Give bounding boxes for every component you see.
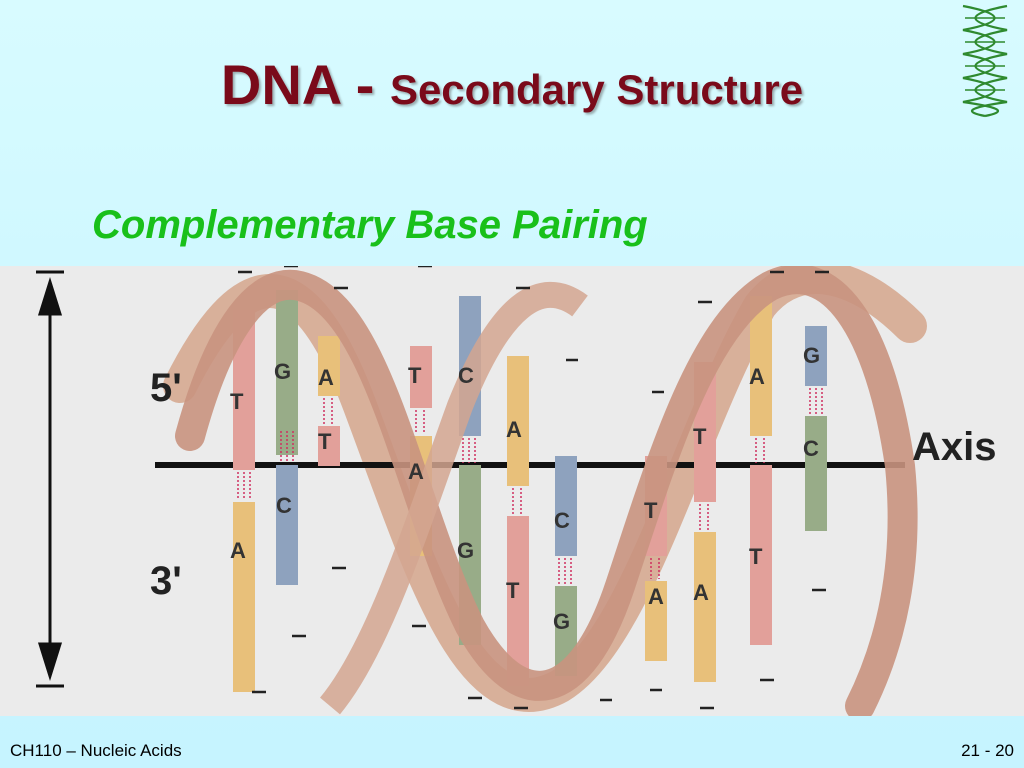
base-letter: G	[457, 538, 474, 563]
hydrogen-bonds	[237, 388, 823, 584]
base-A	[233, 502, 255, 692]
base-C	[555, 456, 577, 556]
base-letter: G	[274, 359, 291, 384]
slide-title: DNA - Secondary Structure	[0, 52, 1024, 117]
base-letter: A	[749, 364, 765, 389]
base-C	[805, 416, 827, 531]
base-A	[645, 581, 667, 661]
footer-page-number: 21 - 20	[961, 741, 1014, 760]
pitch-scale-arrow	[36, 270, 64, 688]
base-letter: A	[230, 538, 246, 563]
title-sub: Secondary Structure	[389, 66, 804, 113]
base-letter: T	[230, 389, 244, 414]
base-T	[233, 310, 255, 470]
base-G	[805, 326, 827, 386]
base-letter: T	[408, 363, 422, 388]
three-prime-label: 3'	[150, 559, 182, 603]
base-letter: A	[318, 365, 334, 390]
base-letter: T	[693, 424, 707, 449]
base-letter: C	[554, 508, 570, 533]
base-A	[507, 356, 529, 486]
base-A	[318, 336, 340, 396]
dna-helix-logo-icon	[962, 4, 1008, 118]
footer-course: CH110 – Nucleic Acids	[10, 741, 182, 760]
base-letter: C	[276, 493, 292, 518]
slide-subtitle: Complementary Base Pairing	[92, 203, 648, 247]
base-letter: A	[506, 417, 522, 442]
title-main: DNA -	[220, 53, 390, 116]
backbone-strand-front	[175, 264, 918, 721]
base-T	[507, 516, 529, 686]
base-G	[276, 290, 298, 455]
base-A	[694, 532, 716, 682]
base-letter: T	[749, 544, 763, 569]
base-letter: T	[644, 498, 658, 523]
phosphate-charge-marks	[238, 264, 829, 710]
five-prime-label: 5'	[150, 366, 182, 410]
axis-label: Axis	[912, 425, 997, 469]
base-letter: A	[693, 580, 709, 605]
base-T	[410, 346, 432, 408]
base-letter: G	[803, 343, 820, 368]
base-letter: T	[318, 429, 332, 454]
base-A	[750, 296, 772, 436]
base-letter: A	[648, 584, 664, 609]
base-C	[276, 465, 298, 585]
base-T	[750, 465, 772, 645]
base-pair-bars	[233, 290, 827, 692]
base-letter: A	[408, 459, 424, 484]
dna-diagram: T A G C A T T A C G A T C G T A T A A T …	[0, 260, 1024, 721]
base-letter: C	[803, 436, 819, 461]
base-letter: G	[553, 609, 570, 634]
base-letter: C	[458, 363, 474, 388]
base-letter: T	[506, 578, 520, 603]
base-T	[318, 426, 340, 466]
